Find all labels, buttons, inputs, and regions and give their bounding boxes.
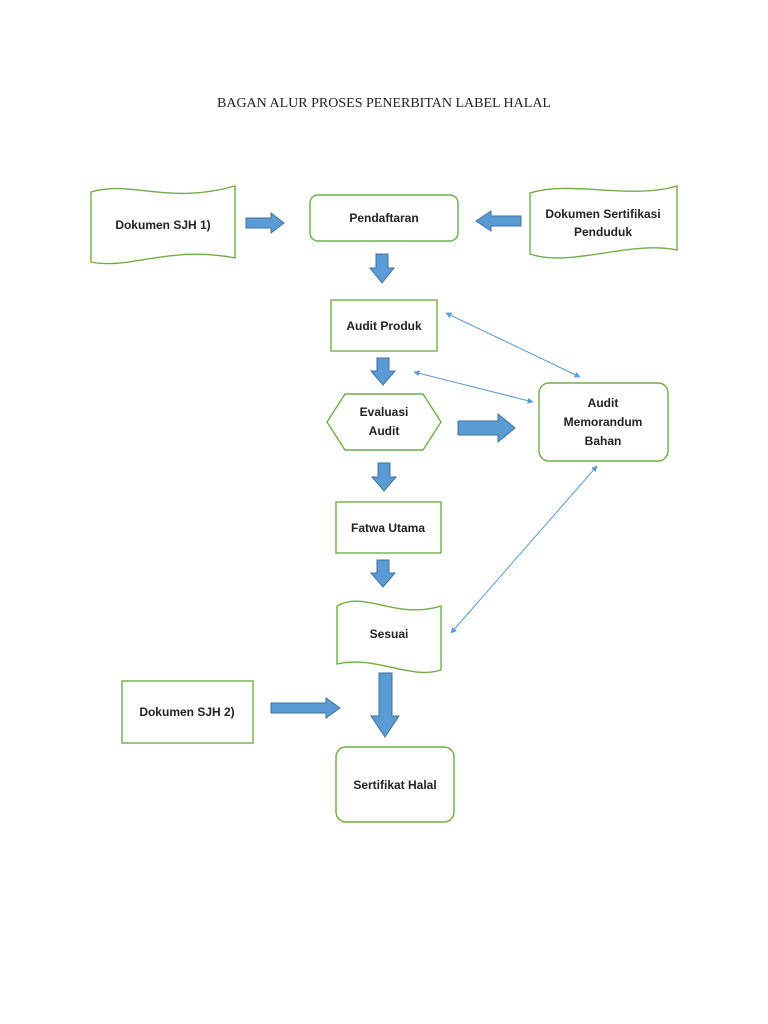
node-dokumen-sjh-2-label: Dokumen SJH 2) — [139, 705, 234, 719]
arrow-audit-produk-to-evaluasi — [369, 357, 397, 386]
arrow-evaluasi-to-memorandum — [457, 412, 516, 444]
arrow-sertifikasi-to-pendaftaran — [475, 210, 522, 232]
arrow-evaluasi-to-fatwa — [370, 462, 398, 492]
node-dokumen-sertifikasi-penduduk: Dokumen Sertifikasi Penduduk — [529, 185, 678, 259]
arrow-fatwa-to-sesuai — [369, 559, 397, 588]
arrow-sjh2-to-sertifikat — [270, 697, 341, 719]
node-evaluasi-audit-label-line1: Evaluasi — [360, 405, 409, 419]
node-sertifikat-halal-label: Sertifikat Halal — [353, 778, 436, 792]
arrow-sjh1-to-pendaftaran — [245, 211, 285, 235]
node-sesuai-label: Sesuai — [370, 627, 409, 641]
node-audit-memorandum-label-line1: Audit — [588, 396, 619, 410]
node-evaluasi-audit-label-line2: Audit — [369, 424, 400, 438]
node-dokumen-sjh-1: Dokumen SJH 1) — [90, 185, 236, 265]
node-dokumen-sertifikasi-label-line1: Dokumen Sertifikasi — [545, 207, 660, 221]
node-fatwa-utama-label: Fatwa Utama — [351, 521, 425, 535]
node-sesuai: Sesuai — [336, 600, 442, 674]
node-fatwa-utama: Fatwa Utama — [335, 501, 442, 554]
node-evaluasi-audit: Evaluasi Audit — [326, 393, 442, 451]
diagram-title: BAGAN ALUR PROSES PENERBITAN LABEL HALAL — [217, 96, 551, 111]
connector-sesuai-memorandum — [450, 465, 598, 634]
node-audit-produk: Audit Produk — [330, 299, 438, 352]
node-pendaftaran: Pendaftaran — [309, 194, 459, 242]
node-pendaftaran-label: Pendaftaran — [349, 211, 418, 225]
node-audit-memorandum-label-line3: Bahan — [585, 434, 622, 448]
arrow-pendaftaran-to-audit-produk — [368, 253, 396, 284]
node-audit-memorandum-bahan: Audit Memorandum Bahan — [538, 382, 669, 462]
node-sertifikat-halal: Sertifikat Halal — [335, 746, 455, 823]
node-dokumen-sjh-2: Dokumen SJH 2) — [121, 680, 254, 744]
node-audit-produk-label: Audit Produk — [346, 319, 422, 333]
node-audit-memorandum-label-line2: Memorandum — [564, 415, 643, 429]
arrow-sesuai-to-sertifikat — [370, 672, 400, 738]
node-dokumen-sjh-1-label: Dokumen SJH 1) — [115, 218, 210, 232]
connector-evaluasi-memorandum — [413, 370, 534, 404]
node-dokumen-sertifikasi-label-line2: Penduduk — [574, 225, 632, 239]
connector-audit-produk-memorandum — [445, 312, 581, 378]
